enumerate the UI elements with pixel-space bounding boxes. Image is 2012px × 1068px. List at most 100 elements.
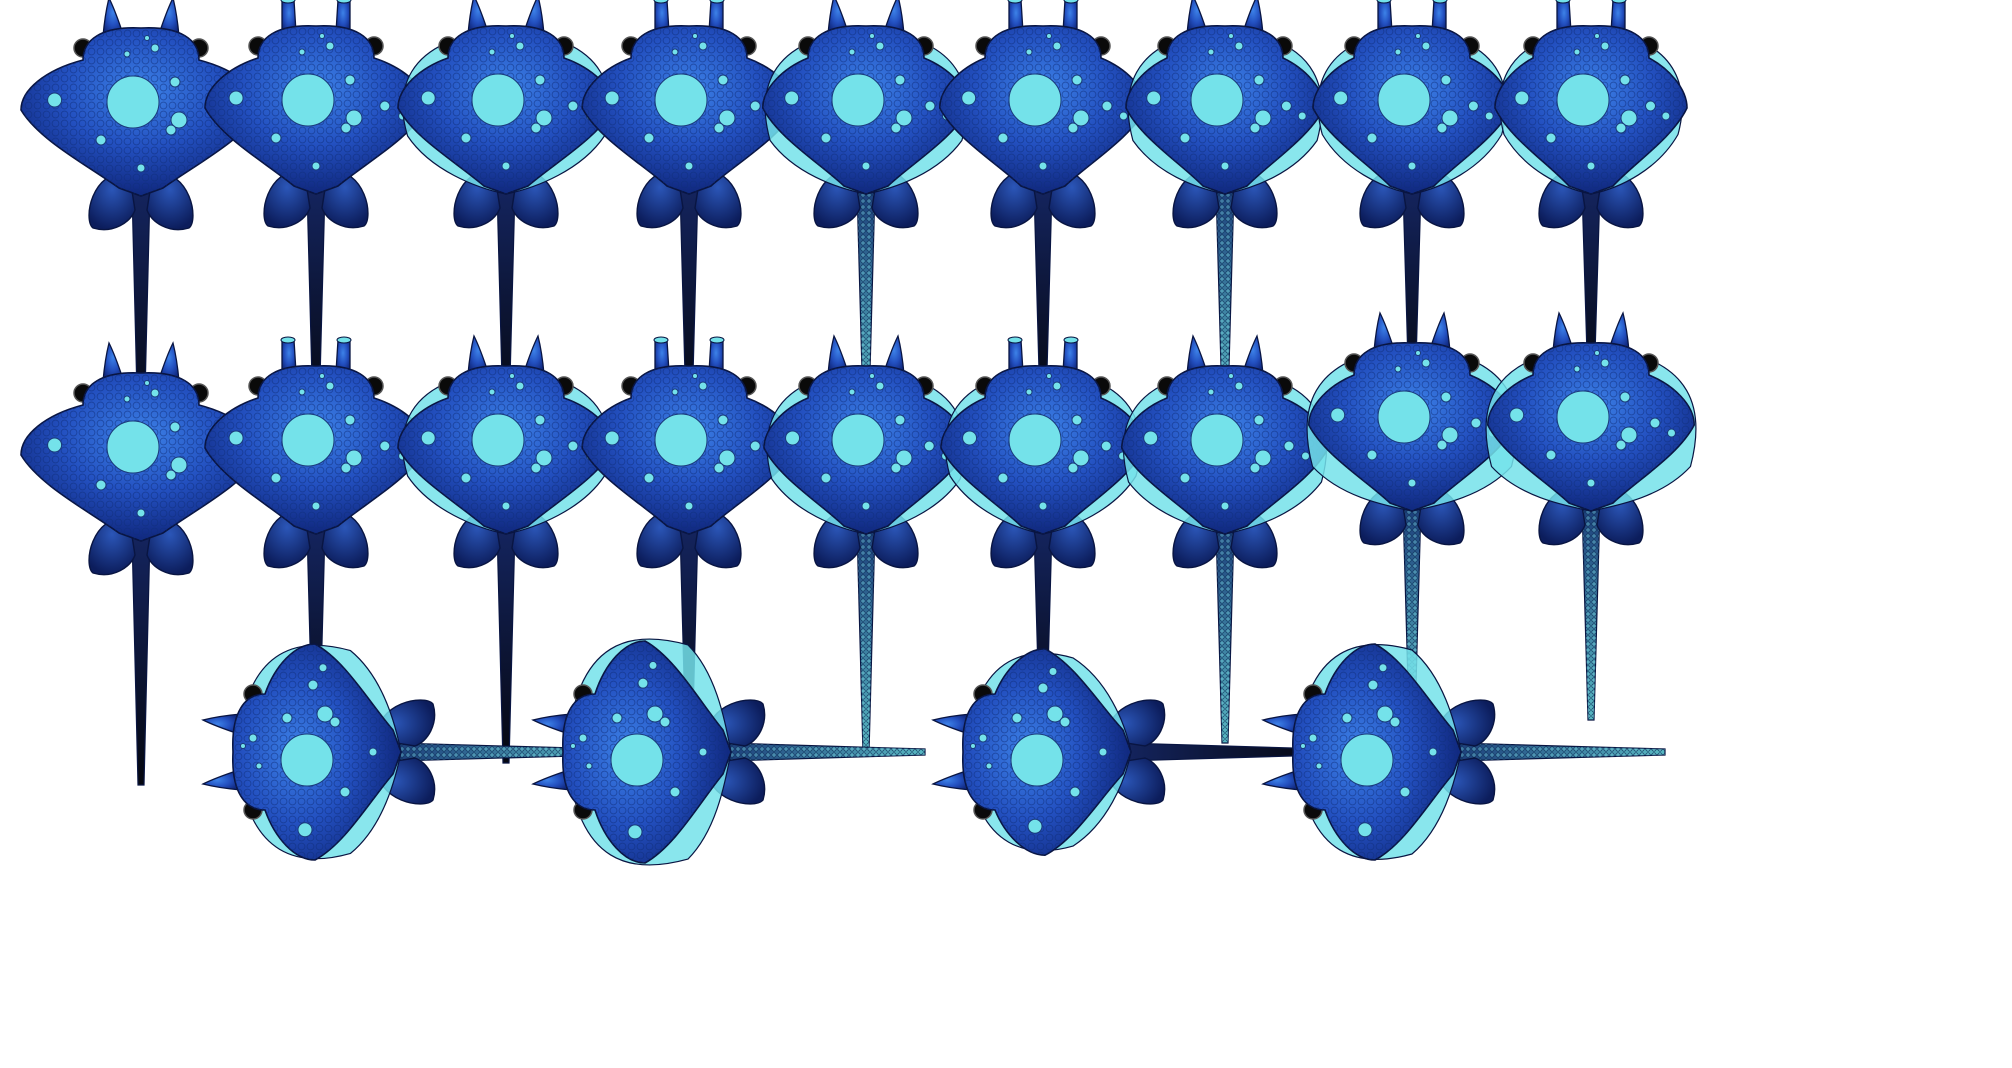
spot [150,388,160,398]
horn [158,0,180,37]
spot [1069,786,1081,798]
spot [890,122,902,134]
large-spot [654,73,708,127]
horn [531,769,572,791]
large-spot [281,73,335,127]
spot [1220,161,1230,171]
spot [1228,33,1234,39]
spot [1254,449,1272,467]
spot [170,456,188,474]
horn-cap [1063,336,1079,344]
spot [515,41,525,51]
spot [875,381,885,391]
tail [131,534,151,786]
spot [1415,350,1421,356]
spot [648,660,658,670]
spot [1046,705,1064,723]
spot [895,109,913,127]
ray-specimen [1494,0,1688,389]
spot [297,822,313,838]
spot [307,679,319,691]
spot [339,786,351,798]
horn [1261,769,1302,791]
spot [1333,90,1349,106]
spot [1234,41,1244,51]
spot [1046,33,1052,39]
spot [311,501,321,511]
ray-specimen [940,336,1146,744]
spot [169,76,181,88]
ray-specimen [1125,0,1325,404]
spot [749,440,761,452]
spot [123,395,131,403]
spot [997,472,1009,484]
large-spot [106,420,160,474]
spot [170,111,188,129]
tail-texture [857,528,875,753]
ray-specimen [931,647,1326,857]
spot [1300,451,1310,461]
spot [1207,388,1215,396]
spot [1101,100,1113,112]
spot [1545,449,1557,461]
horn-cap [653,336,669,344]
spot [1586,478,1596,488]
horn [102,341,124,382]
spot [611,712,623,724]
spot [567,440,579,452]
spot [684,161,694,171]
ray-specimen [1120,334,1330,744]
spot [1586,161,1596,171]
spot [848,48,856,56]
spot [1615,439,1627,451]
large-spot [831,73,885,127]
horn-cap [336,336,352,344]
spot [1118,111,1128,121]
large-spot [471,73,525,127]
horn [931,769,972,791]
ray-specimen [204,0,428,419]
spot [298,388,306,396]
spot [1027,818,1043,834]
spot [659,716,671,728]
spot [961,90,977,106]
spot [1011,712,1023,724]
large-spot [1340,733,1394,787]
horn [158,341,180,382]
spot [1378,663,1388,673]
large-spot [1556,390,1610,444]
spot [869,33,875,39]
spot [890,462,902,474]
spot [1366,132,1378,144]
spot [1421,41,1431,51]
spot [1645,100,1657,112]
large-spot [281,413,335,467]
spot [1179,472,1191,484]
horn [883,0,905,35]
spot [570,743,576,749]
spot [240,743,246,749]
spot [861,161,871,171]
spot [535,109,553,127]
spot [895,449,913,467]
spot [820,132,832,144]
spot [1666,428,1676,438]
spot [298,48,306,56]
spot [488,388,496,396]
spot [923,440,935,452]
spot [848,388,856,396]
spot [785,430,801,446]
large-spot [1010,733,1064,787]
ray-specimen [531,638,926,866]
spot [1594,33,1600,39]
spot [1052,381,1062,391]
horn [1552,311,1574,352]
horn [467,0,489,35]
spot [1283,440,1295,452]
large-spot [471,413,525,467]
tail-texture [1216,528,1234,743]
spot [228,430,244,446]
spot [997,132,1009,144]
spot [165,124,177,136]
spot [1509,407,1525,423]
